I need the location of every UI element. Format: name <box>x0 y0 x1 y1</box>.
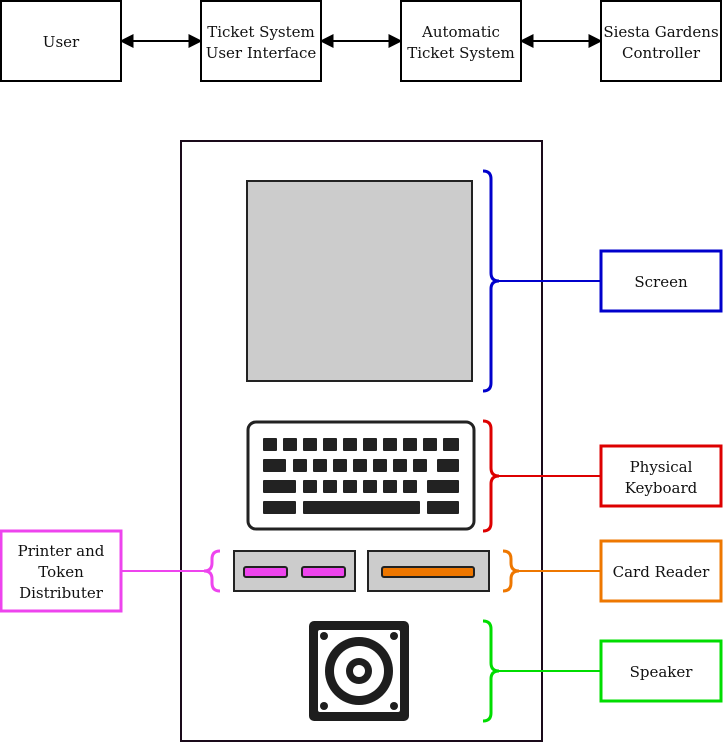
callout-screen: Screen <box>482 169 723 393</box>
node-user: User <box>0 0 122 82</box>
printer-slot-icon <box>233 550 356 592</box>
flow-diagram: User Ticket System User Interface Automa… <box>0 0 722 82</box>
printer-label-line1: Printer and <box>18 542 105 560</box>
callout-printer: Printer and Token Distributer <box>0 529 221 613</box>
node-controller: Siesta Gardens Controller <box>600 0 722 82</box>
speaker-label: Speaker <box>630 663 694 681</box>
callout-card-reader: Card Reader <box>502 539 723 603</box>
printer-label-line3: Distributer <box>19 584 104 602</box>
keyboard-label-line1: Physical <box>630 458 693 476</box>
node-ticket-ui-line1: Ticket System <box>207 23 315 41</box>
speaker-icon <box>309 621 409 721</box>
callout-keyboard: Physical Keyboard <box>482 419 723 533</box>
node-auto-ticket-line1: Automatic <box>421 23 500 41</box>
printer-label-line2: Token <box>38 563 84 581</box>
node-auto-ticket-line2: Ticket System <box>407 44 515 62</box>
screen-panel <box>246 180 473 382</box>
card-reader-slot-icon <box>367 550 490 592</box>
card-reader-label: Card Reader <box>613 563 711 581</box>
keyboard-label-line2: Keyboard <box>625 479 698 497</box>
node-auto-ticket: Automatic Ticket System <box>400 0 522 82</box>
node-ticket-ui-line2: User Interface <box>206 44 317 62</box>
node-controller-line2: Controller <box>622 44 701 62</box>
screen-label: Screen <box>634 273 688 291</box>
callout-speaker: Speaker <box>482 619 723 723</box>
node-ticket-ui: Ticket System User Interface <box>200 0 322 82</box>
node-controller-line1: Siesta Gardens <box>603 23 718 41</box>
keyboard-icon <box>246 420 476 531</box>
node-user-label: User <box>43 33 80 51</box>
